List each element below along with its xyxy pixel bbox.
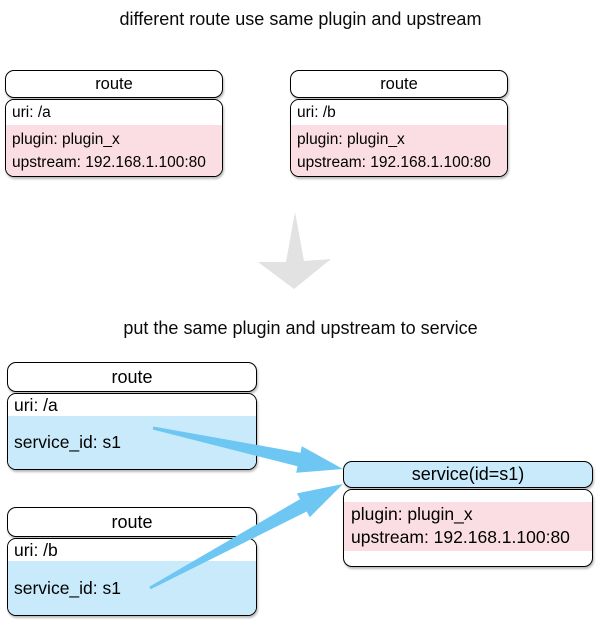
- plugin-line: plugin: plugin_x: [12, 131, 120, 148]
- upstream-line: upstream: 192.168.1.100:80: [351, 527, 570, 547]
- plugin-line: plugin: plugin_x: [351, 504, 473, 524]
- service-card-header: service(id=s1): [343, 461, 593, 488]
- uri-row: uri: /b: [291, 100, 507, 125]
- route-card-header: route: [7, 507, 257, 537]
- section1-title: different route use same plugin and upst…: [119, 9, 482, 29]
- uri-row: uri: /a: [8, 394, 256, 416]
- section2-title: put the same plugin and upstream to serv…: [123, 318, 478, 338]
- plugin-upstream-band: plugin: plugin_x upstream: 192.168.1.100…: [6, 125, 222, 176]
- route-card-title: route: [111, 366, 153, 387]
- route-card-body: uri: /a plugin: plugin_x upstream: 192.1…: [5, 99, 223, 177]
- route-card-body: uri: /b service_id: s1: [7, 538, 257, 616]
- upstream-line: upstream: 192.168.1.100:80: [12, 154, 206, 171]
- uri-row: uri: /a: [6, 100, 222, 125]
- route-card-header: route: [290, 70, 508, 98]
- service-card-title: service(id=s1): [411, 464, 525, 484]
- plugin-line: plugin: plugin_x: [297, 131, 405, 148]
- route-card-body: uri: /b plugin: plugin_x upstream: 192.1…: [290, 99, 508, 177]
- route-card-header: route: [7, 362, 257, 392]
- plugin-upstream-band: plugin: plugin_x upstream: 192.168.1.100…: [344, 502, 592, 551]
- route-card-header: route: [5, 70, 223, 98]
- route-card-body: uri: /a service_id: s1: [7, 393, 257, 470]
- spacer: [344, 490, 592, 502]
- down-arrow-icon: [258, 212, 331, 289]
- service-card-body: plugin: plugin_x upstream: 192.168.1.100…: [343, 489, 593, 567]
- service-id-band: service_id: s1: [8, 561, 256, 615]
- route-card-title: route: [111, 511, 153, 532]
- route-card-title: route: [95, 74, 133, 93]
- plugin-upstream-band: plugin: plugin_x upstream: 192.168.1.100…: [291, 125, 507, 176]
- uri-row: uri: /b: [8, 539, 256, 561]
- route-card-title: route: [380, 74, 418, 93]
- service-id-band: service_id: s1: [8, 416, 256, 469]
- upstream-line: upstream: 192.168.1.100:80: [297, 154, 491, 171]
